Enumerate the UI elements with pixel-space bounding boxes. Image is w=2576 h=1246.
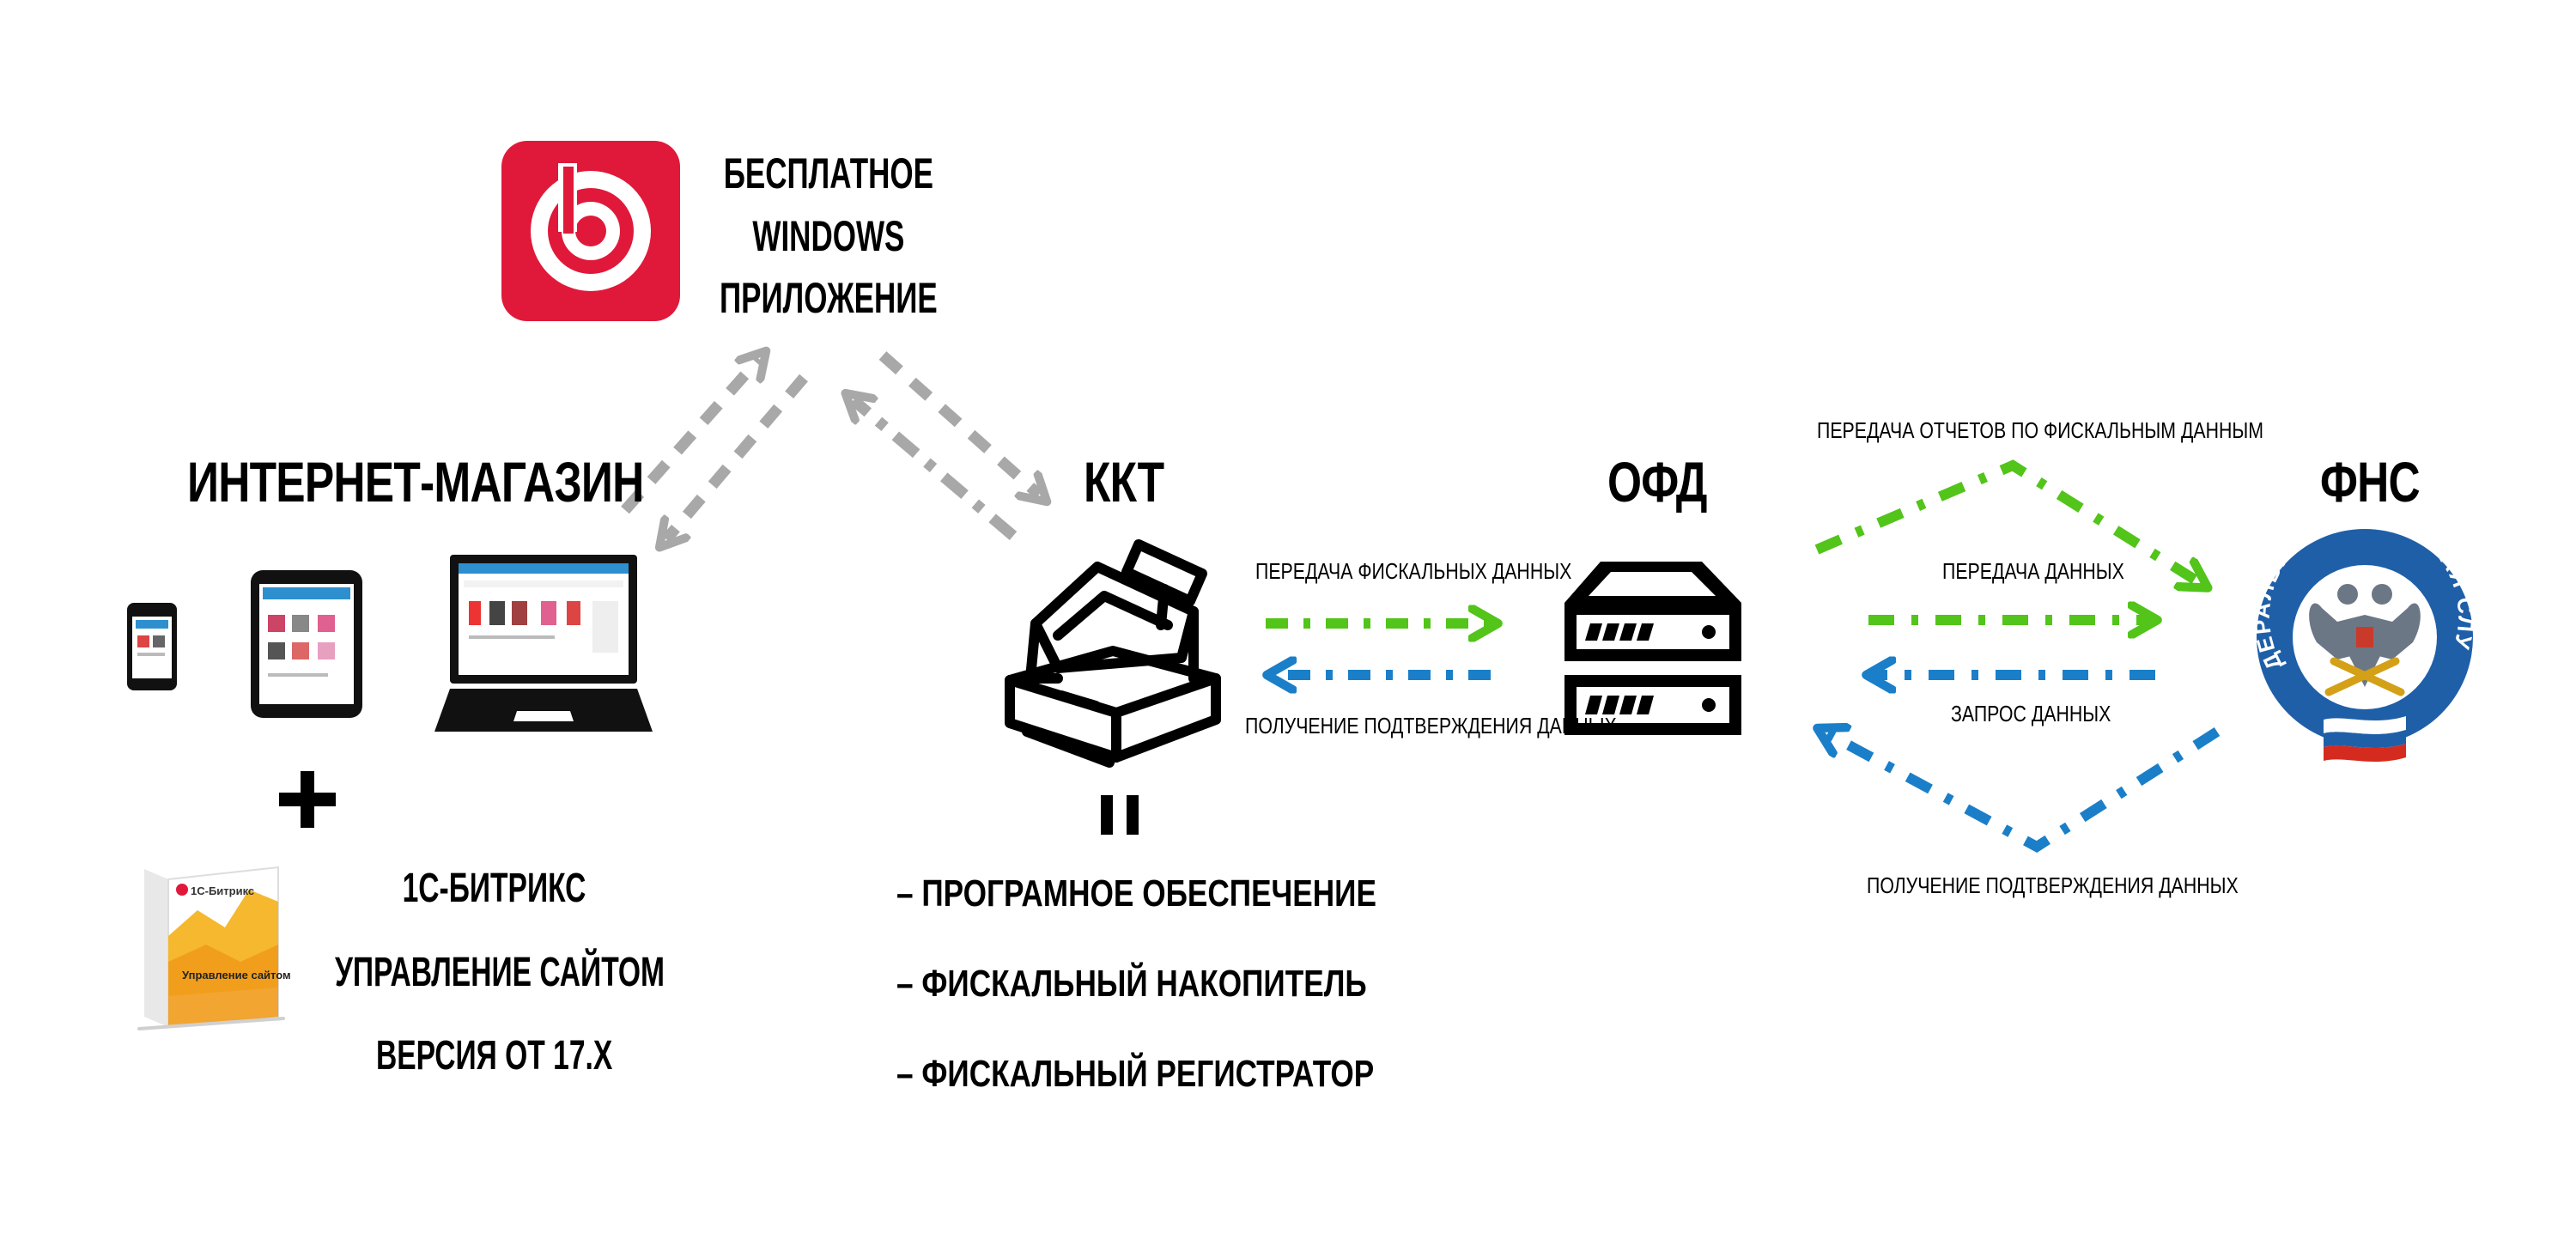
arrow-app-to-shop xyxy=(666,374,808,539)
smartphone-icon xyxy=(127,603,177,690)
ofd-confirm-label: Получение подтверждения данных xyxy=(1245,713,1617,738)
bitrix-line-1: 1С-Битрикс xyxy=(402,866,586,911)
server-icon xyxy=(1564,562,1741,735)
laptop-icon xyxy=(434,555,653,732)
arrow-kkt-to-app xyxy=(854,400,1018,540)
arrow-fns-to-ofd-confirm xyxy=(1824,732,2221,853)
product-box-icon: 1С-Битрикс Управление сайтом xyxy=(137,866,291,1030)
kkt-item-1: – програмное обеспечение xyxy=(896,872,1376,915)
bitrix-line-3: версия от 17.x xyxy=(376,1033,613,1079)
cash-register-icon xyxy=(1005,539,1221,768)
ofd-heading: ОФД xyxy=(1607,450,1707,514)
fns-data-label: Передача данных xyxy=(1942,558,2124,584)
kkt-item-2: – фискальный накопитель xyxy=(896,962,1367,1005)
kkt-item-3: – фискальный регистратор xyxy=(896,1052,1375,1095)
shop-heading: Интернет-магазин xyxy=(187,450,644,514)
arrow-ofd-to-fns-reports xyxy=(1814,459,2202,584)
box-subtitle: Управление сайтом xyxy=(182,969,291,982)
fns-reports-label: Передача отчетов по фискальным данным xyxy=(1817,417,2264,443)
bitrix-line-2: Управление сайтом xyxy=(335,949,665,995)
kkt-components-list: – програмное обеспечение – фискальный на… xyxy=(896,862,1497,1106)
box-logo: 1С-Битрикс xyxy=(191,884,254,897)
plus-sign xyxy=(279,771,336,828)
app-title: Бесплатное Windows приложение xyxy=(720,149,938,322)
bitrix-description: 1С-Битрикс Управление сайтом версия от 1… xyxy=(326,859,665,1086)
arrow-app-to-kkt xyxy=(878,351,1039,495)
fns-heading: ФНС xyxy=(2320,450,2421,514)
fns-emblem-icon: ФЕДЕРАЛЬНАЯ НАЛОГОВАЯ СЛУЖБА xyxy=(2257,529,2473,763)
kkt-heading: ККТ xyxy=(1084,450,1164,514)
equals-sign xyxy=(1101,795,1139,835)
fns-confirm-label: Получение подтверждения данных xyxy=(1867,872,2239,898)
ofd-send-label: Передача фискальных данных xyxy=(1255,558,1572,584)
fns-request-label: Запрос данных xyxy=(1951,701,2111,726)
arrow-shop-to-app xyxy=(621,359,759,514)
tablet-icon xyxy=(251,570,362,718)
bitrix24-app-icon xyxy=(501,141,680,321)
